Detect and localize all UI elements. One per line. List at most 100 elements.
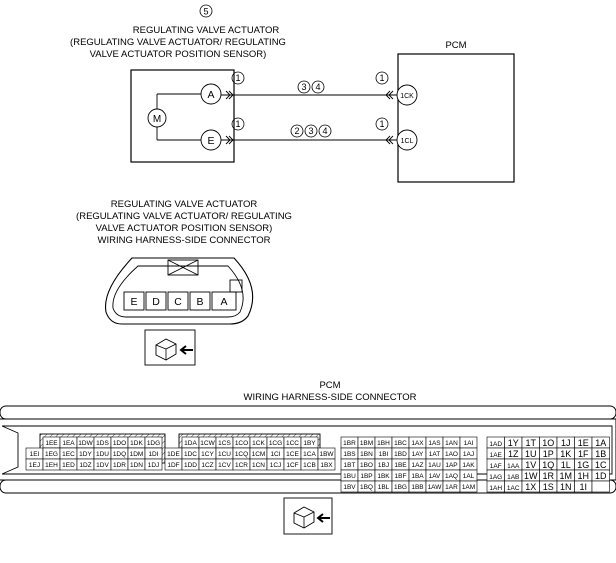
pcm-pin-1ag: 1AG [489, 474, 502, 481]
pcm-pin-1n: 1N [560, 482, 572, 492]
pcm-connector-title-line1: PCM [319, 380, 340, 391]
actuator-title-line2: (REGULATING VALVE ACTUATOR/ REGULATING [70, 37, 286, 48]
pin-e: E [130, 296, 137, 308]
actuator-connector-title-line1: REGULATING VALVE ACTUATOR [111, 199, 258, 210]
pcm-pin-1ap: 1AP [445, 462, 457, 469]
pcm-pin-1as: 1AS [428, 440, 441, 447]
svg-text:1: 1 [235, 73, 240, 83]
pcm-pin-1ar: 1AR [445, 484, 458, 491]
terminal-1ck-label: 1CK [400, 93, 414, 100]
pcm-pin-1dn: 1DN [130, 462, 143, 469]
pcm-pin-1az: 1AZ [412, 462, 424, 469]
schematic: 5 REGULATING VALVE ACTUATOR (REGULATING … [70, 4, 515, 183]
pcm-pin-1df: 1DF [167, 462, 179, 469]
pcm-pin-1cs: 1CS [218, 440, 231, 447]
pcm-pin-1cg: 1CG [269, 440, 282, 447]
motor-label: M [153, 114, 161, 125]
pcm-pin-1am: 1AM [462, 484, 475, 491]
pcm-pin-1m: 1M [559, 471, 572, 481]
actuator-box [130, 69, 235, 163]
pcm-pin-1o: 1O [542, 438, 554, 448]
pcm-pin-1d: 1D [595, 471, 607, 481]
pcm-pin-1eg: 1EG [45, 451, 58, 458]
svg-text:1: 1 [379, 119, 384, 129]
pcm-pin-1be: 1BE [394, 462, 407, 469]
pcm-pin-1au: 1AU [428, 462, 441, 469]
pin-d: D [152, 296, 160, 308]
pcm-box [397, 53, 515, 183]
pcm-pin-1do: 1DO [113, 440, 126, 447]
pcm-pin-1cq: 1CQ [235, 451, 248, 458]
pcm-pin-1c: 1C [595, 460, 607, 470]
pcm-pin-1dr: 1DR [113, 462, 126, 469]
wire-note-2: 1 2 3 4 1 [231, 117, 389, 138]
pcm-pin-1bs: 1BS [343, 451, 356, 458]
pcm-pin-1x: 1X [525, 482, 536, 492]
pcm-pin-1h: 1H [577, 471, 589, 481]
pcm-pin-1al: 1AL [463, 473, 475, 480]
actuator-title-line1: REGULATING VALVE ACTUATOR [133, 25, 280, 36]
pcm-pin-1bm: 1BM [360, 440, 373, 447]
pcm-pin-1cc: 1CC [286, 440, 299, 447]
pcm-pin-1bt: 1BT [344, 462, 356, 469]
pcm-pin-1dk: 1DK [130, 440, 143, 447]
svg-text:3: 3 [308, 126, 313, 136]
pcm-pin-1ah: 1AH [489, 485, 502, 492]
pcm-pin-1da: 1DA [184, 440, 197, 447]
pcm-pin-1ej: 1EJ [29, 462, 40, 469]
terminal-1cl-label: 1CL [401, 138, 414, 145]
pcm-pin-1ci: 1CI [270, 451, 280, 458]
pcm-pin-1dg: 1DG [147, 440, 160, 447]
pin-b: B [196, 296, 203, 308]
pcm-pin-1eh: 1EH [45, 462, 58, 469]
terminal-e-label: E [207, 135, 214, 147]
pcm-pin-1ay: 1AY [412, 451, 424, 458]
pcm-pin-1ck: 1CK [252, 440, 265, 447]
actuator-connector-section: REGULATING VALVE ACTUATOR (REGULATING VA… [76, 199, 292, 366]
svg-text:4: 4 [322, 126, 327, 136]
pcm-pin-1cw: 1CW [200, 440, 215, 447]
pcm-pin-1aq: 1AQ [445, 473, 458, 480]
pcm-pin-1ao: 1AO [445, 451, 458, 458]
pcm-pin-1dd: 1DD [184, 462, 197, 469]
pcm-pin-1q: 1Q [542, 460, 554, 470]
pcm-pin-1f: 1F [578, 449, 589, 459]
pcm-pin-1cn: 1CN [252, 462, 265, 469]
pcm-pin-1j: 1J [561, 438, 571, 448]
pcm-pin-1cr: 1CR [235, 462, 248, 469]
pcm-pin-1ax: 1AX [411, 440, 424, 447]
pcm-pin-1ee: 1EE [45, 440, 58, 447]
pcm-pin-1ae: 1AE [490, 452, 503, 459]
pcm-pin-1cu: 1CU [218, 451, 231, 458]
pcm-pin-1at: 1AT [429, 451, 440, 458]
pcm-pin-1cj: 1CJ [270, 462, 282, 469]
pcm-pin-1i: 1I [579, 482, 587, 492]
actuator-connector-title-line3: VALVE ACTUATOR POSITION SENSOR) [96, 223, 273, 234]
pcm-pin-1de: 1DE [167, 451, 180, 458]
pcm-pin-1bg: 1BG [394, 484, 407, 491]
pcm-pin-1bp: 1BP [360, 473, 372, 480]
pcm-pin-1bj: 1BJ [378, 462, 389, 469]
pcm-pin-1dm: 1DM [130, 451, 144, 458]
pcm-pin-1bw: 1BW [319, 451, 334, 458]
pcm-pin-1u: 1U [525, 449, 537, 459]
pin-a: A [220, 296, 227, 308]
pcm-pin-1ds: 1DS [96, 440, 109, 447]
pcm-pin-1di: 1DI [148, 451, 158, 458]
pcm-pin-cell [459, 480, 478, 493]
pcm-pin-cell [144, 458, 163, 471]
pcm-pin-1bi: 1BI [379, 451, 389, 458]
pcm-pin-1bu: 1BU [343, 473, 356, 480]
ref-number-circle [199, 4, 213, 18]
pcm-pin-1bv: 1BV [343, 484, 356, 491]
pcm-pin-1ca: 1CA [303, 451, 316, 458]
pcm-connector-grid: 1EE1EA1DW1DS1DO1DK1DG1EF1EB1DX1DT1DP1DL1… [25, 436, 610, 493]
pcm-pin-1dy: 1DY [79, 451, 92, 458]
harness-view-icon [144, 329, 196, 366]
actuator-connector-title-line4: WIRING HARNESS-SIDE CONNECTOR [98, 235, 271, 246]
pcm-pin-1cf: 1CF [286, 462, 298, 469]
wire-note-1: 1 3 4 1 [231, 71, 389, 94]
pcm-pin-1cm: 1CM [252, 451, 266, 458]
